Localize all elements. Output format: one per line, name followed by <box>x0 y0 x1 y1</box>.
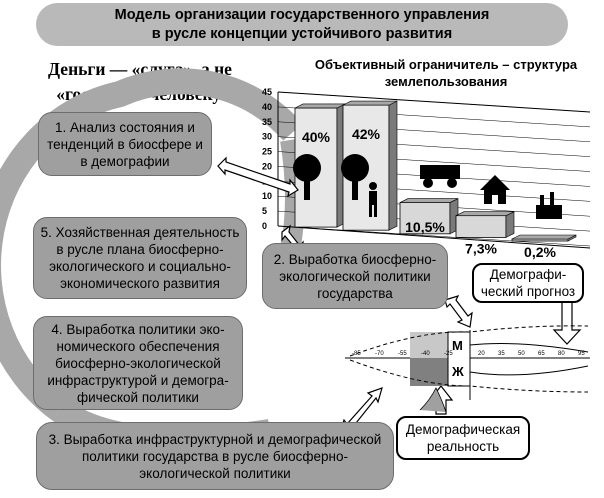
demographic-reality-text: Демографическая реальность <box>405 422 521 454</box>
y-tick-label: 35 <box>262 117 272 127</box>
tree-icon-2 <box>341 154 369 200</box>
y-tick-label: 30 <box>262 132 272 142</box>
demographic-reality-box[interactable]: Демографическая реальность <box>396 416 530 460</box>
land-chart: 454035302520151050 40%42%10,5%7,3%0,2% <box>262 87 591 260</box>
female-label: Ж <box>451 364 464 379</box>
title-line-2: в русле концепции устойчивого развития <box>151 26 453 42</box>
bar-top <box>294 103 346 109</box>
bar-value-label: 0,2% <box>524 244 556 260</box>
arrow-chart-to-step1 <box>217 156 299 198</box>
grid-line <box>277 225 591 247</box>
bar-top <box>455 211 515 216</box>
pyramid-tick-left: -40 <box>421 351 430 357</box>
demographic-forecast-text: Демографи­ческий прогноз <box>480 267 576 299</box>
y-tick-label: 25 <box>262 147 272 157</box>
demographic-forecast-box[interactable]: Демографи­ческий прогноз <box>472 263 584 303</box>
male-label: М <box>452 338 463 353</box>
bar-top <box>342 100 398 106</box>
pyramid-tick-left: -55 <box>398 351 407 357</box>
step-5-text: 5. Хозяйственная деятельность в русле пл… <box>40 225 240 291</box>
arrow-step2-to-pyramid <box>444 295 473 328</box>
bar-top <box>511 234 577 240</box>
step-1-box[interactable]: 1. Анализ состояния и тенденций в биосфе… <box>38 112 212 176</box>
y-tick-label: 45 <box>262 87 272 97</box>
pyramid-tick-right: 95 <box>578 351 585 357</box>
step-1-text: 1. Анализ состояния и тенденций в биосфе… <box>47 119 203 169</box>
bar-пашня <box>399 202 451 235</box>
pyramid-tick-left: -25 <box>444 351 453 357</box>
y-tick-label: 5 <box>262 206 267 216</box>
step-2-text: 2. Выработка биосферно-экологичес­кой по… <box>273 251 437 301</box>
pyramid-tick-right: 80 <box>558 351 565 357</box>
house-icon <box>480 175 510 204</box>
step-2-box[interactable]: 2. Выработка биосферно-экологичес­кой по… <box>262 243 448 309</box>
bar-value-label: 42% <box>352 126 381 142</box>
y-tick-label: 40 <box>262 102 272 112</box>
bar-top <box>399 198 459 203</box>
step-4-box[interactable]: 4. Выработка политики эко­номического об… <box>33 316 243 410</box>
population-pyramid: М Ж -85 -70 -55 -40 -25 20 35 50 65 80 95 <box>345 325 590 413</box>
bar-value-label: 40% <box>302 129 331 145</box>
arrow-forecast-to-pyramid <box>552 301 582 345</box>
bar-value-label: 7,3% <box>465 240 497 256</box>
pyramid-tick-left: -70 <box>375 351 384 357</box>
diagram-title: Модель организации государственного упра… <box>36 3 568 46</box>
step-3-text: 3. Выработка инфраструктурной и демо­гра… <box>48 431 382 481</box>
bar-value-label: 10,5% <box>405 219 445 235</box>
pyramid-tick-right: 20 <box>478 351 485 357</box>
tree-icon-1 <box>293 154 321 200</box>
bar-поселения <box>455 215 507 238</box>
pyramid-tick-left: -85 <box>352 351 361 357</box>
pyramid-tick-right: 35 <box>498 351 505 357</box>
bar-side <box>505 211 515 238</box>
pyramid-tick-right: 65 <box>538 351 545 357</box>
person-icon <box>369 182 377 217</box>
harvester-icon <box>420 165 460 188</box>
step-5-box[interactable]: 5. Хозяйственная деятельность в русле пл… <box>33 217 247 299</box>
pyramid-tick-right: 50 <box>518 351 525 357</box>
step-3-box[interactable]: 3. Выработка инфраструктурной и демо­гра… <box>36 422 394 490</box>
land-chart-title: Объективный ограничитель – структура зем… <box>314 57 578 89</box>
grid-line <box>277 91 591 113</box>
y-tick-label: 20 <box>262 161 272 171</box>
y-tick-label: 10 <box>262 191 272 201</box>
y-tick-label: 0 <box>262 221 267 231</box>
factory-icon <box>536 192 562 219</box>
title-line-1: Модель организации государственного упра… <box>114 7 490 23</box>
bar-side <box>388 100 398 231</box>
step-4-text: 4. Выработка политики эко­номического об… <box>47 321 229 405</box>
